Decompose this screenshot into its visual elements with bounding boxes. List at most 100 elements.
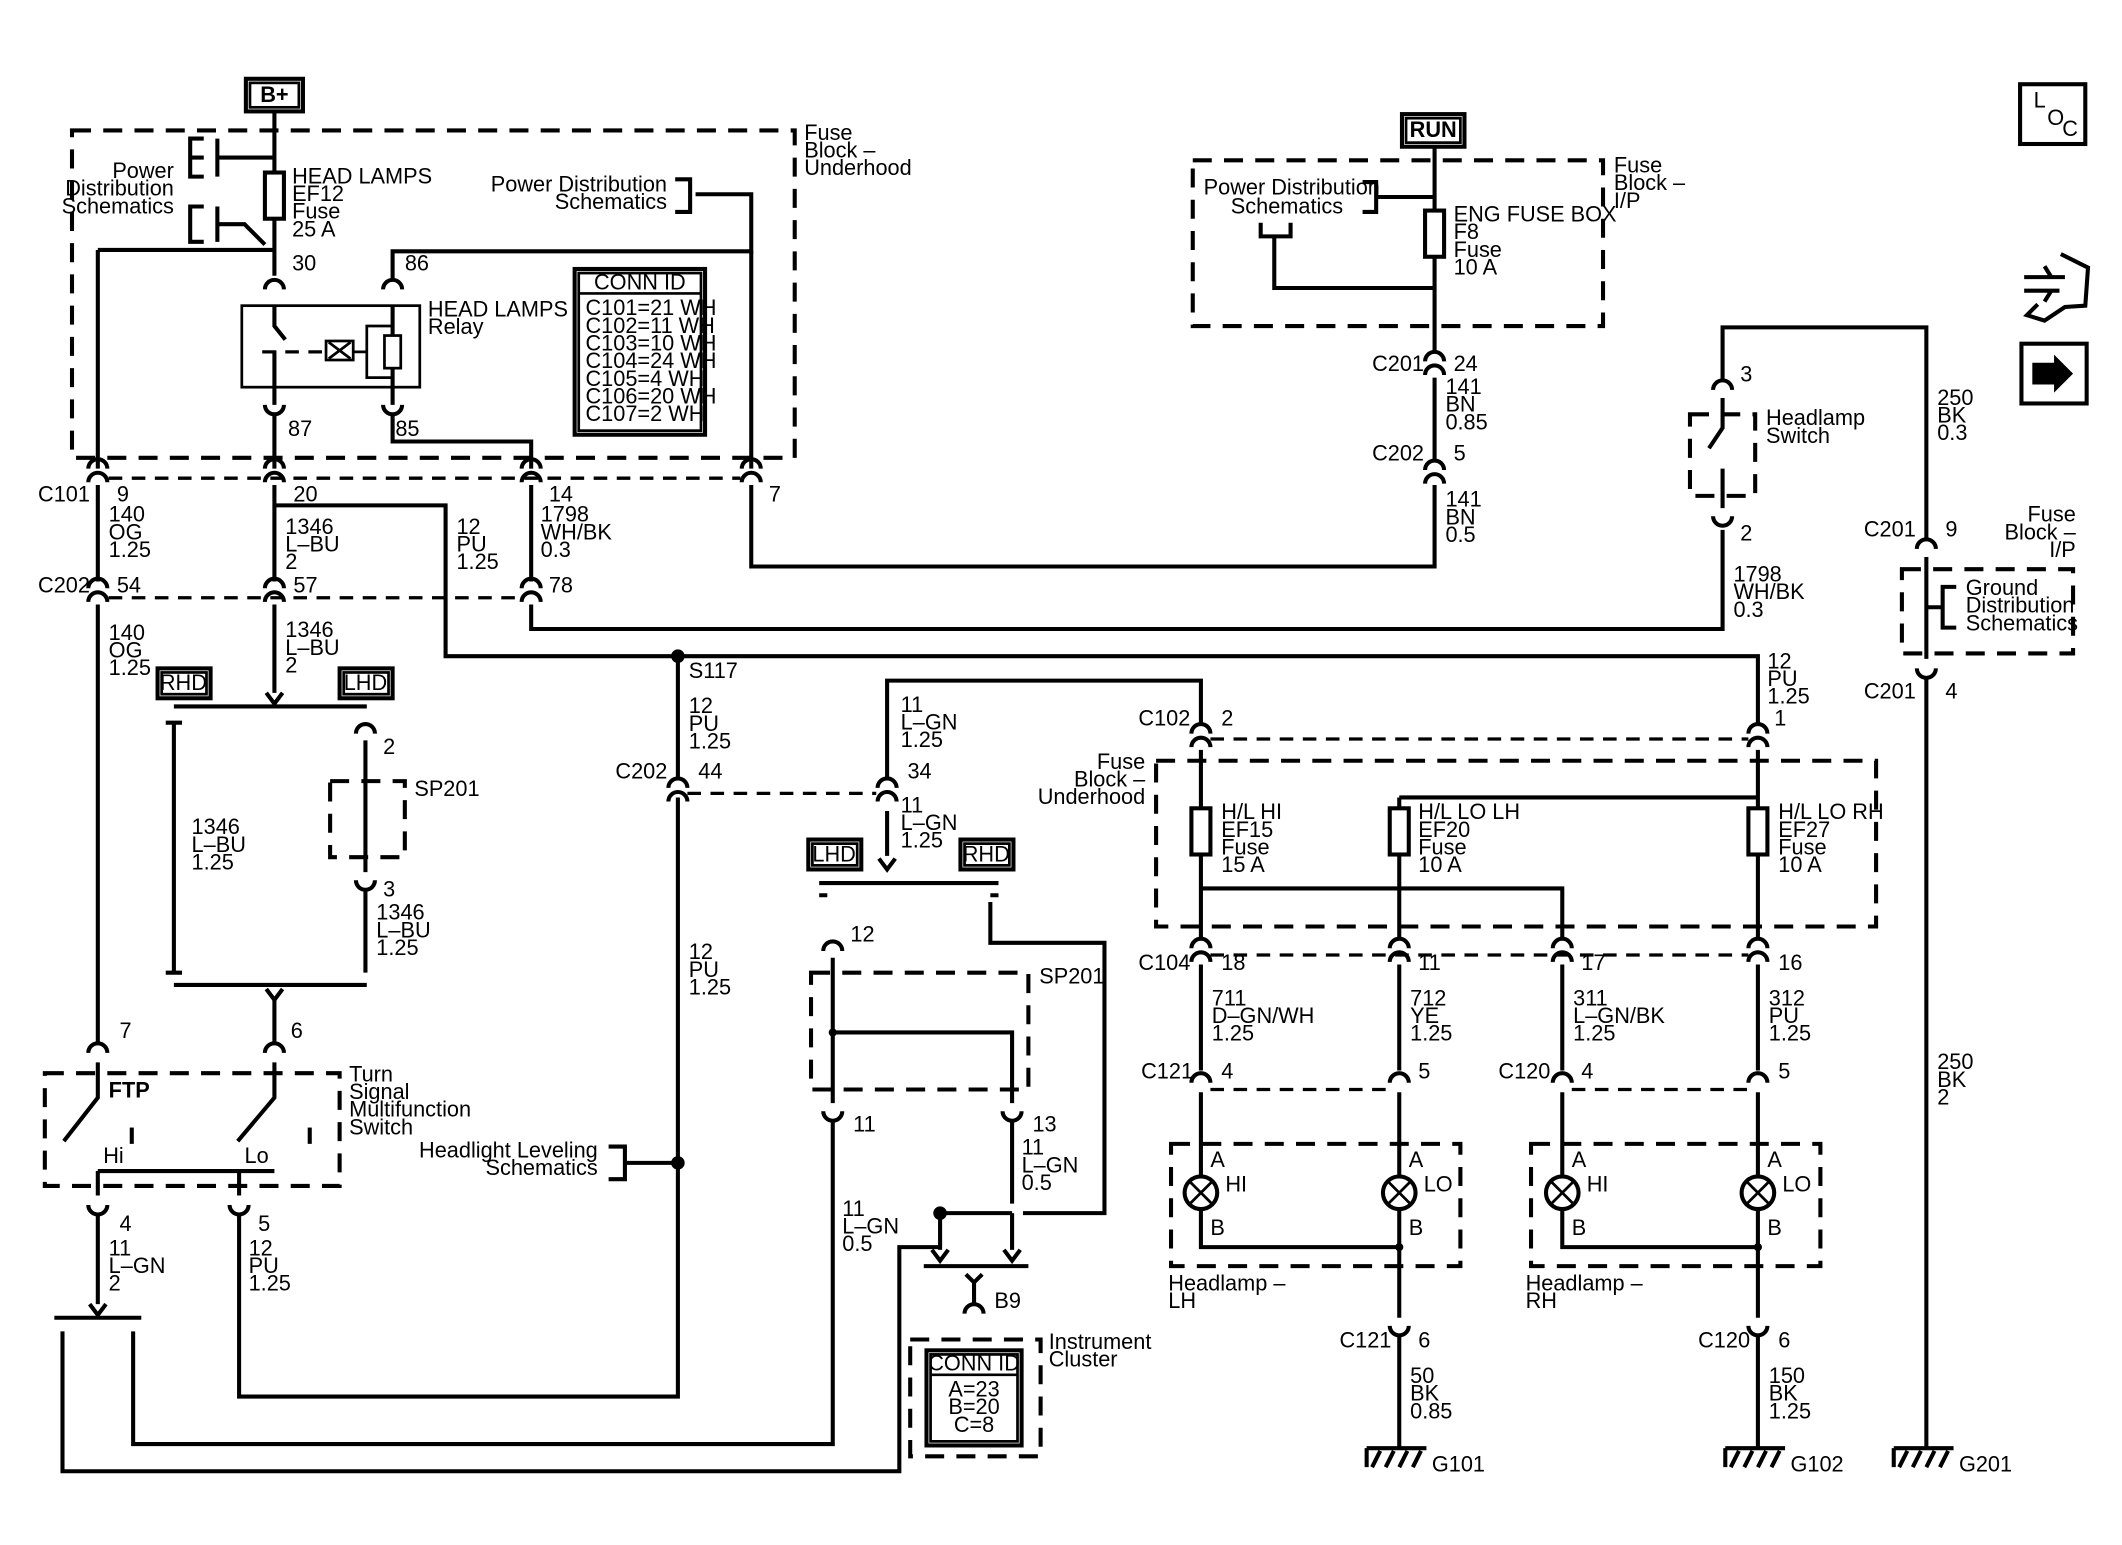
svg-text:1.25: 1.25 [456, 549, 498, 574]
c201-pin4 [1914, 668, 1938, 680]
wire-11-lgn-lhd-return [131, 1119, 835, 1447]
relay-pin30-label: 30 [292, 250, 316, 275]
c120-label-top: C120 [1498, 1059, 1550, 1084]
relay-label: HEAD LAMPS Relay [428, 297, 568, 340]
svg-text:1346: 1346 [285, 514, 333, 539]
wire-1346-rhd-label: 1346 L–BU 1.25 [192, 814, 246, 874]
wire-12-pu-switch-return [237, 797, 680, 1399]
svg-text:Fuse: Fuse [1418, 834, 1466, 859]
ef15-label: H/L HI EF15 Fuse 15 A [1221, 799, 1282, 877]
head-lamps-relay [240, 304, 422, 389]
pin-4-label-c120: 4 [1581, 1059, 1593, 1084]
svg-text:A=23: A=23 [948, 1377, 999, 1402]
c201-pin9 [1914, 537, 1938, 550]
svg-text:0.5: 0.5 [1022, 1170, 1052, 1195]
pin-2-label-c102: 2 [1221, 705, 1233, 730]
svg-text:140: 140 [109, 502, 145, 527]
b9-merge [923, 1248, 1029, 1269]
rh-lo-pin-b: B [1767, 1215, 1782, 1240]
svg-text:OG: OG [109, 638, 143, 663]
svg-text:1.25: 1.25 [376, 935, 418, 960]
ef12-label: HEAD LAMPS EF12 Fuse 25 A [292, 163, 432, 241]
conn-id-table-cluster: CONN ID A=23 B=20 C=8 [924, 1348, 1024, 1448]
relay-pin85-connector [381, 404, 405, 417]
ground-distribution-outline [1899, 567, 2076, 656]
svg-text:Fuse: Fuse [1097, 749, 1145, 774]
svg-text:L–GN: L–GN [901, 710, 958, 735]
svg-text:HEAD LAMPS: HEAD LAMPS [292, 163, 432, 188]
ef12-to-c101-9-wire [95, 247, 275, 469]
switch-bus [95, 1168, 275, 1196]
svg-text:Turn: Turn [349, 1061, 393, 1086]
svg-text:Distribution: Distribution [1966, 593, 2075, 618]
svg-text:0.85: 0.85 [1445, 409, 1487, 434]
svg-text:EF27: EF27 [1778, 817, 1830, 842]
pin-16-label: 16 [1778, 950, 1802, 975]
wire-150-bk-label: 150 BK 1.25 [1769, 1363, 1811, 1423]
lh-hi-label: HI [1225, 1171, 1247, 1196]
power-distribution-schematics-left: Power Distribution Schematics [62, 136, 275, 246]
pin-54-label: 54 [117, 572, 141, 597]
svg-text:L–BU: L–BU [376, 917, 430, 942]
c104-label: C104 [1138, 950, 1190, 975]
lh-lo-pin-a: A [1409, 1147, 1424, 1172]
pin-2-label-headlamp: 2 [1740, 521, 1752, 546]
arrow-right-icon[interactable] [2019, 341, 2089, 406]
c104-pin11 [1387, 936, 1411, 963]
svg-text:Schematics: Schematics [1231, 193, 1343, 218]
wire-12-pu-label-s117: 12 PU 1.25 [689, 693, 731, 753]
svg-text:11: 11 [1022, 1135, 1045, 1160]
wire-11-lgn-top [885, 678, 1203, 780]
sp201-pin2-connector [353, 722, 377, 734]
svg-text:15 A: 15 A [1221, 852, 1265, 877]
svg-text:L–GN: L–GN [842, 1214, 899, 1239]
svg-text:ENG FUSE BOX: ENG FUSE BOX [1454, 201, 1617, 226]
headlamp-rh-label: Headlamp – RH [1526, 1271, 1644, 1314]
lhd-rhd-split-right [819, 857, 999, 886]
lo-label: Lo [245, 1143, 269, 1168]
fuse-block-ip-label-2: Fuse Block – I/P [2005, 502, 2077, 562]
hi-label: Hi [103, 1143, 124, 1168]
svg-text:D–GN/WH: D–GN/WH [1212, 1003, 1315, 1028]
c201-label-right-bottom: C201 [1864, 678, 1916, 703]
svg-text:Fuse: Fuse [2027, 502, 2075, 527]
svg-text:EF20: EF20 [1418, 817, 1470, 842]
svg-text:2: 2 [285, 549, 297, 574]
ground-g201-icon: G201 [1891, 1446, 2012, 1476]
c101-pin14 [519, 457, 543, 483]
headlamp-switch-top-wire [1720, 325, 1929, 541]
location-icon: L O C [2018, 82, 2088, 147]
svg-text:Headlamp –: Headlamp – [1526, 1271, 1644, 1296]
svg-text:BK: BK [1937, 1067, 1966, 1092]
svg-text:1346: 1346 [376, 900, 424, 925]
svg-text:H/L HI: H/L HI [1221, 799, 1282, 824]
ground-distribution-bracket [1926, 584, 1957, 630]
svg-text:PU: PU [456, 532, 486, 557]
svg-text:150: 150 [1769, 1363, 1805, 1388]
svg-text:712: 712 [1410, 985, 1446, 1010]
svg-text:0.85: 0.85 [1410, 1398, 1452, 1423]
svg-text:1.25: 1.25 [1410, 1021, 1452, 1046]
wire-1798-whbk-to-switch [529, 529, 1725, 632]
ground-g101-icon: G101 [1364, 1446, 1485, 1476]
svg-text:Power Distribution: Power Distribution [491, 172, 667, 197]
svg-text:BN: BN [1445, 504, 1475, 529]
wire-312-label: 312 PU 1.25 [1769, 985, 1811, 1045]
pin-24-label: 24 [1454, 351, 1478, 376]
c101-pin7 [739, 457, 763, 483]
svg-text:F8: F8 [1454, 219, 1479, 244]
wire-140-og-label-top: 140 OG 1.25 [109, 502, 151, 562]
svg-text:11: 11 [901, 692, 924, 717]
svg-text:0.3: 0.3 [541, 537, 571, 562]
svg-text:C103=10 WH: C103=10 WH [586, 330, 717, 355]
svg-text:Underhood: Underhood [804, 155, 911, 180]
c102-label: C102 [1138, 705, 1190, 730]
wire-1346-lhd-label: 1346 L–BU 1.25 [376, 900, 430, 960]
svg-text:L–GN: L–GN [1022, 1152, 1079, 1177]
connector-tool-icon [2023, 252, 2091, 323]
wire-711-label: 711 D–GN/WH 1.25 [1212, 985, 1315, 1045]
svg-text:50: 50 [1410, 1363, 1434, 1388]
turn-signal-switch-outline [42, 1071, 342, 1189]
svg-text:C106=20 WH: C106=20 WH [586, 383, 717, 408]
ef20-label: H/L LO LH EF20 Fuse 10 A [1418, 799, 1520, 877]
